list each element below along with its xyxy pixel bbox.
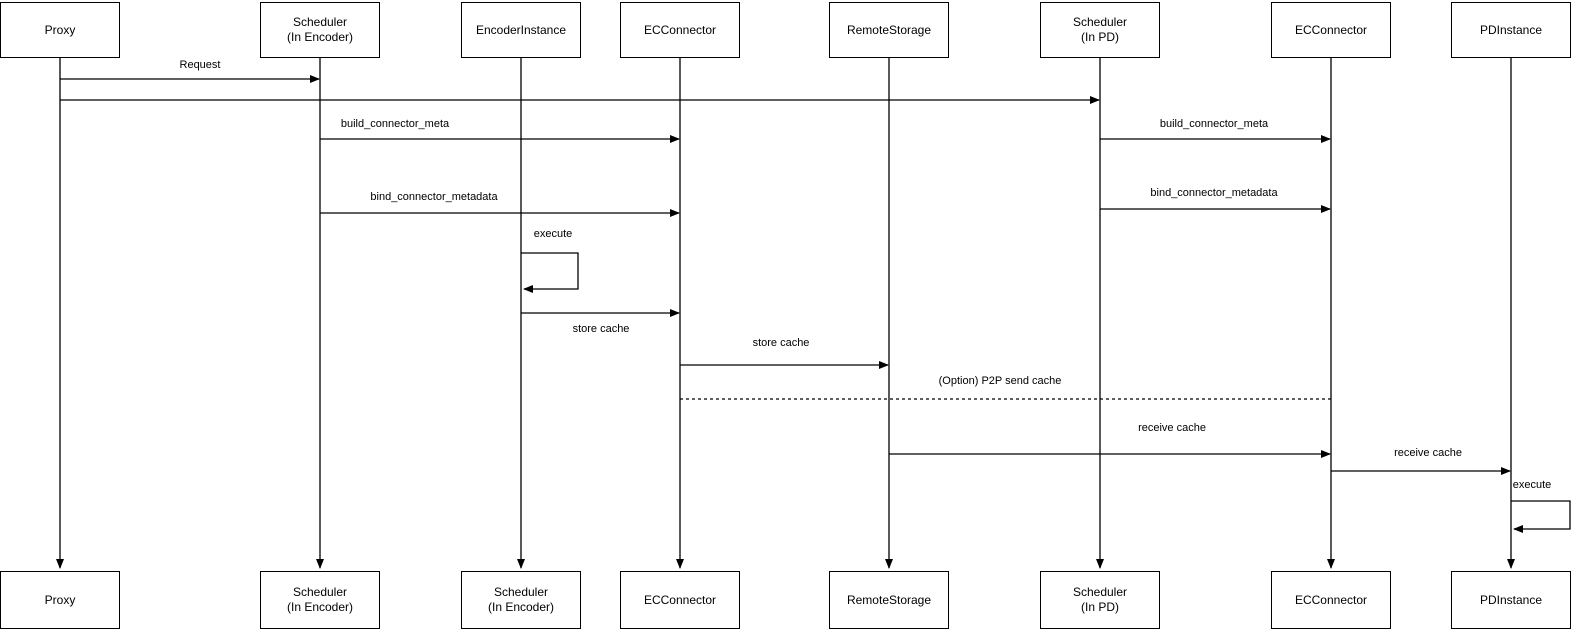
message-label-option-p2p-send-cache: (Option) P2P send cache	[938, 375, 1062, 387]
actor-box-top-encoder-instance: EncoderInstance	[461, 2, 581, 58]
message-label-receive-cache: receive cache	[1138, 422, 1206, 434]
actor-label: EncoderInstance	[475, 22, 567, 37]
self-message-arrow-execute	[521, 252, 579, 293]
message-label-execute: execute	[1512, 479, 1552, 491]
actor-box-bottom-remote-storage: RemoteStorage	[829, 571, 949, 629]
actor-label: Scheduler (In PD)	[1072, 585, 1128, 614]
message-label-request: Request	[179, 59, 221, 71]
actor-box-top-proxy: Proxy	[0, 2, 120, 58]
actor-label: Scheduler (In Encoder)	[286, 15, 354, 44]
message-label-bind-connector-metadata: bind_connector_metadata	[370, 191, 498, 203]
message-label-build-connector-meta: build_connector_meta	[340, 118, 450, 130]
actor-label: ECConnector	[643, 592, 717, 607]
actor-box-bottom-scheduler-pd: Scheduler (In PD)	[1040, 571, 1160, 629]
self-message-arrow-execute	[1511, 500, 1571, 533]
actor-label: RemoteStorage	[846, 592, 932, 607]
actor-box-bottom-encoder-instance: Scheduler (In Encoder)	[461, 571, 581, 629]
actor-label: Scheduler (In Encoder)	[487, 585, 555, 614]
message-label-receive-cache: receive cache	[1394, 447, 1462, 459]
actor-label: Proxy	[44, 22, 76, 37]
actor-label: RemoteStorage	[846, 22, 932, 37]
actor-box-top-ec-connector-pd: ECConnector	[1271, 2, 1391, 58]
actor-box-bottom-ec-connector-encoder: ECConnector	[620, 571, 740, 629]
message-label-store-cache: store cache	[572, 323, 630, 335]
actor-box-bottom-proxy: Proxy	[0, 571, 120, 629]
actor-box-top-pd-instance: PDInstance	[1451, 2, 1571, 58]
actor-label: ECConnector	[643, 22, 717, 37]
message-label-build-connector-meta: build_connector_meta	[1159, 118, 1269, 130]
actor-label: Proxy	[44, 592, 76, 607]
actor-label: PDInstance	[1479, 592, 1543, 607]
actor-box-top-scheduler-pd: Scheduler (In PD)	[1040, 2, 1160, 58]
message-label-store-cache: store cache	[752, 337, 810, 349]
actor-box-top-scheduler-encoder: Scheduler (In Encoder)	[260, 2, 380, 58]
actor-label: Scheduler (In Encoder)	[286, 585, 354, 614]
actor-label: ECConnector	[1294, 22, 1368, 37]
actor-box-top-ec-connector-encoder: ECConnector	[620, 2, 740, 58]
actor-label: ECConnector	[1294, 592, 1368, 607]
message-label-bind-connector-metadata: bind_connector_metadata	[1150, 187, 1278, 199]
actor-box-bottom-pd-instance: PDInstance	[1451, 571, 1571, 629]
actor-label: Scheduler (In PD)	[1072, 15, 1128, 44]
actor-box-bottom-ec-connector-pd: ECConnector	[1271, 571, 1391, 629]
actor-label: PDInstance	[1479, 22, 1543, 37]
message-label-execute: execute	[533, 228, 573, 240]
actor-box-bottom-scheduler-encoder: Scheduler (In Encoder)	[260, 571, 380, 629]
actor-box-top-remote-storage: RemoteStorage	[829, 2, 949, 58]
